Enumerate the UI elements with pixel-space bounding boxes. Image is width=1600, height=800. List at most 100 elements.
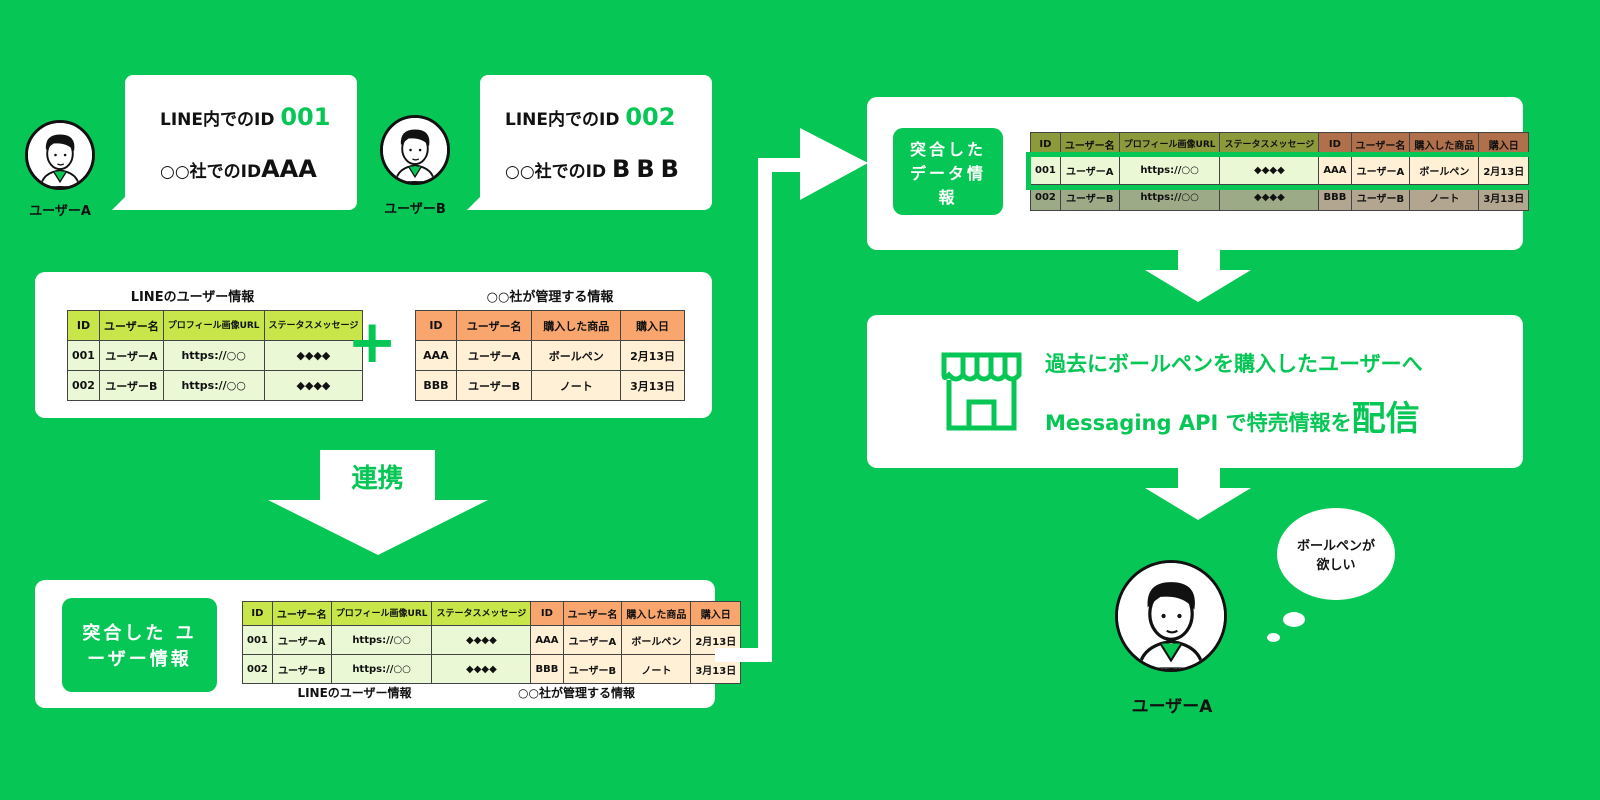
table-cell: ユーザーA [271, 625, 332, 655]
table-cell: ユーザー名 [562, 601, 623, 626]
table-cell: 3月13日 [1478, 184, 1530, 211]
delivery-line-2: Messaging API で特売情報を [1045, 411, 1352, 435]
table-cell: AAA [1318, 156, 1352, 185]
thought-dot [1283, 612, 1305, 627]
table-cell: 購入日 [1478, 132, 1530, 157]
table-cell: 2月13日 [620, 340, 685, 371]
delivery-panel: 過去にボールペンを購入したユーザーへ Messaging API で特売情報を配… [867, 315, 1523, 468]
thought-dot [1267, 633, 1280, 642]
table-cell: 001 [1030, 156, 1061, 185]
table-cell: BBB [415, 370, 457, 401]
table-cell: ユーザー名 [455, 310, 533, 341]
connector-arrow [715, 128, 868, 662]
table-cell: プロフィール画像URL [330, 601, 433, 626]
company-table-title: ○○社が管理する情報 [486, 290, 614, 305]
table-cell: ID [415, 310, 457, 341]
table-cell: https://○○ [1118, 156, 1221, 185]
table-cell: ID [67, 310, 100, 341]
table-cell: ◆◆◆◆ [1219, 184, 1320, 211]
company-id-label: ○○社でのID [160, 162, 262, 182]
line-table-title: LINEのユーザー情報 [130, 290, 255, 305]
table-cell: ユーザー名 [271, 601, 332, 626]
table-cell: ノート [531, 370, 622, 401]
table-cell: ID [242, 601, 273, 626]
table-cell: https://○○ [162, 340, 265, 371]
table-cell: プロフィール画像URL [162, 310, 265, 341]
table-cell: ユーザーB [562, 654, 623, 684]
delivery-emphasis: 配信 [1351, 399, 1420, 439]
table-cell: ユーザーB [455, 370, 533, 401]
table-cell: ボールペン [531, 340, 622, 371]
down-arrow [1178, 250, 1220, 272]
company-id-label: ○○社でのID [505, 162, 607, 182]
table-cell: https://○○ [330, 654, 433, 684]
caption-company: ○○社が管理する情報 [518, 686, 635, 700]
merged-data-label: 突合した データ情報 [893, 128, 1003, 215]
table-cell: ユーザーA [455, 340, 533, 371]
user-b-label: ユーザーB [384, 202, 446, 217]
table-cell: ボールペン [621, 625, 692, 655]
final-user-avatar [1115, 560, 1227, 672]
table-cell: ID [1030, 132, 1061, 157]
plus-icon: + [347, 307, 398, 377]
table-cell: 2月13日 [1478, 156, 1530, 185]
table-cell: ステータスメッセージ [263, 310, 364, 341]
down-arrow-head [1145, 488, 1251, 520]
table-cell: ノート [1409, 184, 1480, 211]
merged-user-label: 突合した ユーザー情報 [62, 598, 217, 692]
line-id-label: LINE内でのID [160, 110, 275, 130]
final-user-label: ユーザーA [1131, 697, 1213, 717]
table-cell: ユーザーB [1350, 184, 1411, 211]
line-id-label: LINE内でのID [505, 110, 620, 130]
table-cell: ◆◆◆◆ [263, 370, 364, 401]
table-cell: https://○○ [330, 625, 433, 655]
store-icon [941, 352, 1022, 431]
table-cell: ユーザー名 [98, 310, 164, 341]
table-cell: https://○○ [1118, 184, 1221, 211]
table-cell: ユーザーB [271, 654, 332, 684]
table-cell: 002 [1030, 184, 1061, 211]
thought-bubble: ボールペンが 欲しい [1277, 508, 1395, 600]
table-cell: ユーザーB [1059, 184, 1120, 211]
table-cell: 002 [67, 370, 100, 401]
table-cell: 購入した商品 [1409, 132, 1480, 157]
user-b-avatar [380, 115, 450, 185]
company-id-value: AAA [261, 155, 317, 183]
down-arrow [1178, 468, 1220, 490]
table-cell: ユーザー名 [1350, 132, 1411, 157]
table-cell: ステータスメッセージ [1219, 132, 1320, 157]
down-arrow-head [1145, 270, 1251, 302]
table-cell: AAA [415, 340, 457, 371]
user-a-id-bubble: LINE内でのID 001 ○○社でのIDAAA [125, 75, 357, 210]
delivery-line-1: 過去にボールペンを購入したユーザーへ [1045, 352, 1423, 376]
table-cell: ノート [621, 654, 692, 684]
line-id-value: 002 [625, 103, 676, 131]
user-b-id-bubble: LINE内でのID 002 ○○社でのID BBB [480, 75, 712, 210]
table-cell: BBB [530, 654, 564, 684]
table-cell: 購入日 [690, 601, 742, 626]
table-cell: ◆◆◆◆ [263, 340, 364, 371]
table-cell: 購入した商品 [621, 601, 692, 626]
table-cell: ユーザーA [1350, 156, 1411, 185]
table-cell: https://○○ [162, 370, 265, 401]
table-cell: プロフィール画像URL [1118, 132, 1221, 157]
user-a-label: ユーザーA [29, 204, 91, 219]
table-cell: ユーザーA [562, 625, 623, 655]
company-id-value: BBB [612, 155, 685, 183]
table-cell: BBB [1318, 184, 1352, 211]
table-cell: ◆◆◆◆ [1219, 156, 1320, 185]
link-arrow: 連携 [320, 450, 435, 502]
table-cell: ユーザー名 [1059, 132, 1120, 157]
link-arrow-head [268, 500, 488, 555]
